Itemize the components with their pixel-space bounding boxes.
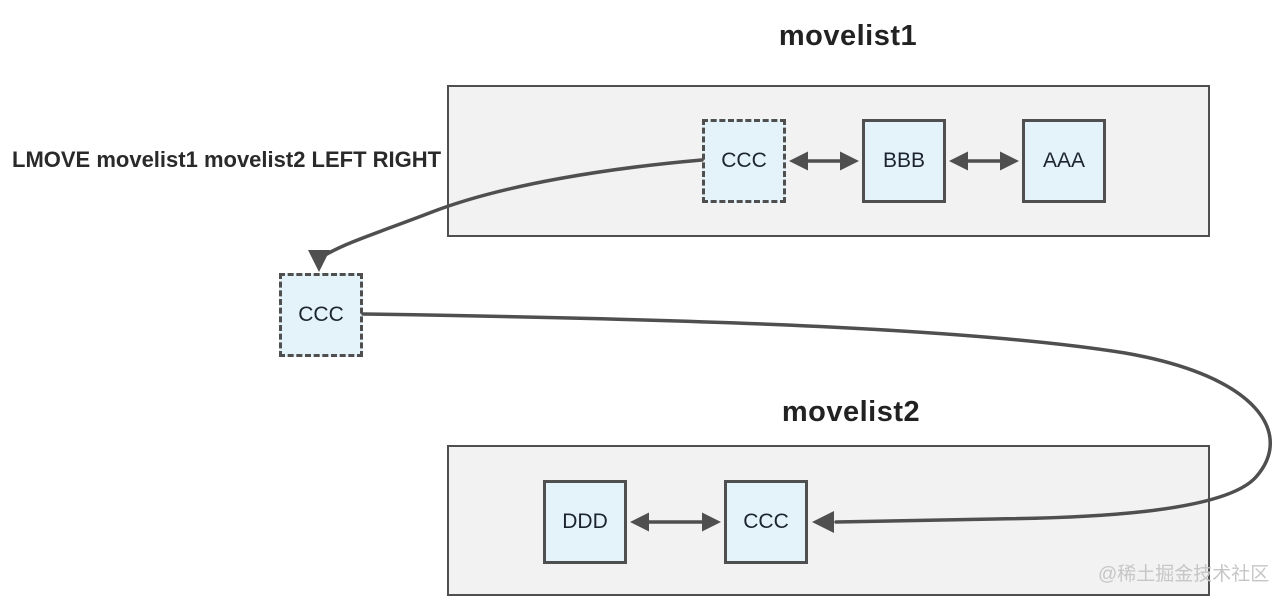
movelist1-node-aaa: AAA [1022,119,1106,203]
movelist2-node-ccc: CCC [724,480,808,564]
movelist1-node-bbb-label: BBB [882,149,926,172]
watermark: @稀土掘金技术社区 [1098,564,1270,585]
movelist2-node-ddd: DDD [543,480,627,564]
moved-node-ccc: CCC [279,273,363,357]
movelist2-title: movelist2 [781,396,921,428]
moved-node-ccc-label: CCC [298,303,344,326]
command-label: LMOVE movelist1 movelist2 LEFT RIGHT [12,147,442,172]
movelist1-node-ccc: CCC [702,119,786,203]
movelist2-node-ccc-label: CCC [743,510,789,533]
movelist2-node-ddd-label: DDD [562,510,608,533]
movelist1-node-ccc-label: CCC [721,149,767,172]
movelist1-title: movelist1 [778,20,918,52]
movelist1-node-bbb: BBB [862,119,946,203]
movelist1-node-aaa-label: AAA [1042,149,1086,172]
